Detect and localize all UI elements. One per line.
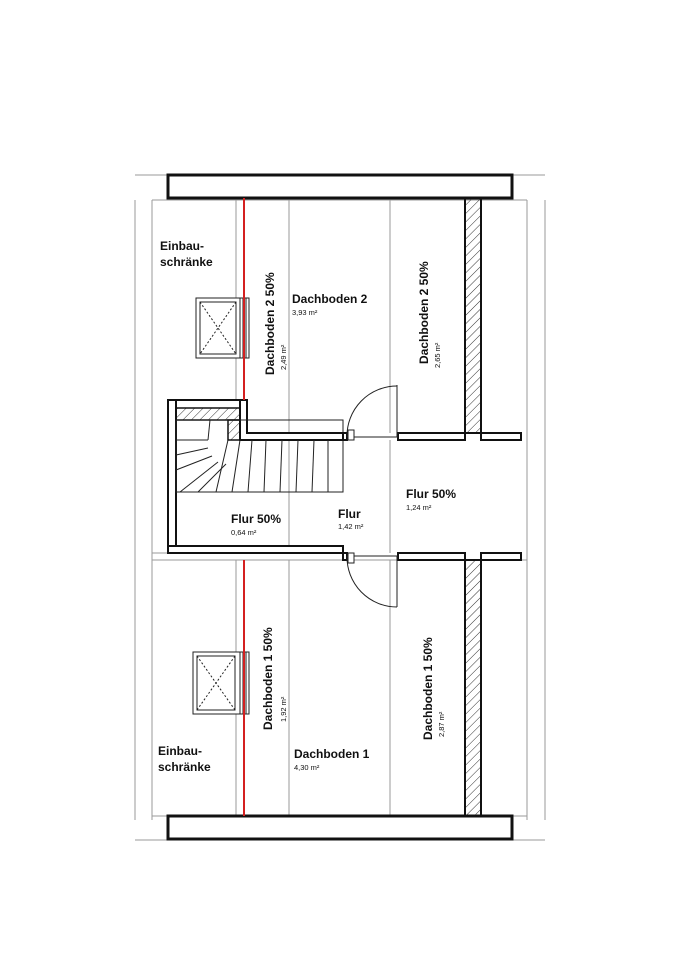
dachboden1-left-name: Dachboden 1 50%	[261, 627, 275, 730]
roof-window-top	[195, 297, 250, 359]
outer-thin-lines	[134, 174, 546, 841]
flur-right-area: 1,24 m²	[406, 503, 432, 512]
roof-window-bottom	[192, 651, 250, 715]
dachboden2-main-name: Dachboden 2	[292, 292, 368, 306]
einbau-bottom-line1: Einbau-	[158, 744, 202, 758]
right-hatched-walls	[464, 197, 482, 817]
door-top	[346, 385, 398, 441]
top-wall	[166, 173, 514, 200]
bottom-wall	[166, 814, 514, 841]
einbau-top-line1: Einbau-	[160, 239, 204, 253]
dachboden2-right-area: 2,65 m²	[433, 342, 442, 368]
dachboden2-left-area: 2,49 m²	[279, 344, 288, 370]
flur-right-name: Flur 50%	[406, 487, 456, 501]
dachboden1-main-name: Dachboden 1	[294, 747, 370, 761]
dachboden2-right-name: Dachboden 2 50%	[417, 261, 431, 364]
flur-left-name: Flur 50%	[231, 512, 281, 526]
einbau-bottom-line2: schränke	[158, 760, 211, 774]
einbau-top-line2: schränke	[160, 255, 213, 269]
flur-walls	[342, 432, 522, 561]
dachboden1-left-area: 1,92 m²	[279, 696, 288, 722]
dachboden1-right-area: 2,87 m²	[437, 711, 446, 737]
dachboden1-main-area: 4,30 m²	[294, 763, 320, 772]
door-bottom	[346, 552, 398, 608]
dachboden2-left-name: Dachboden 2 50%	[263, 272, 277, 375]
flur-left-area: 0,64 m²	[231, 528, 257, 537]
dachboden1-right-name: Dachboden 1 50%	[421, 637, 435, 740]
dachboden2-main-area: 3,93 m²	[292, 308, 318, 317]
flur-center-area: 1,42 m²	[338, 522, 364, 531]
flur-center-name: Flur	[338, 507, 361, 521]
staircase	[175, 419, 344, 493]
